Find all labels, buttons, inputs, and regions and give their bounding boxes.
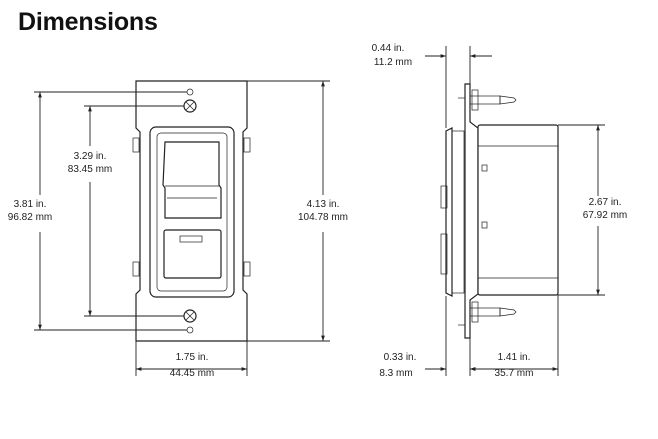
front-width-mm: 44.45 mm <box>170 368 214 379</box>
side-yoke-mm: 8.3 mm <box>379 368 412 379</box>
side-depth-mm: 35.7 mm <box>495 368 534 379</box>
front-strap-tab <box>243 137 251 153</box>
front-height-in: 3.81 in. <box>14 199 47 210</box>
side-faceplate <box>445 127 453 297</box>
side-bottom-screw-icon <box>469 307 501 317</box>
front-strap-tab <box>132 261 140 277</box>
side-yoke-in: 0.33 in. <box>384 352 417 363</box>
side-body-mm: 67.92 mm <box>583 210 627 221</box>
side-top-screw-icon <box>469 95 501 105</box>
side-front-in: 0.44 in. <box>372 43 405 54</box>
side-actuator <box>451 130 465 294</box>
page-title: Dimensions <box>18 8 158 36</box>
side-housing <box>477 124 559 296</box>
front-dimensions <box>34 80 330 376</box>
side-tap-tip <box>440 233 448 275</box>
front-strap-tab <box>132 137 140 153</box>
front-plate-mm: 104.78 mm <box>298 212 348 223</box>
front-frame-inner <box>156 132 228 292</box>
slider-lever <box>162 141 222 219</box>
front-width-in: 1.75 in. <box>176 352 209 363</box>
side-front-mm: 11.2 mm <box>374 57 412 68</box>
side-view <box>440 83 559 339</box>
tap-switch-indicator <box>179 235 203 243</box>
side-body-in: 2.67 in. <box>589 197 622 208</box>
front-plate-in: 4.13 in. <box>307 199 340 210</box>
front-screw-mm: 83.45 mm <box>68 164 112 175</box>
side-yoke <box>464 83 479 339</box>
side-dimensions <box>425 46 605 376</box>
tap-switch <box>163 229 222 279</box>
front-strap-tab <box>243 261 251 277</box>
front-height-mm: 96.82 mm <box>8 212 52 223</box>
front-screw-in: 3.29 in. <box>74 151 107 162</box>
front-view <box>132 80 251 342</box>
side-depth-in: 1.41 in. <box>498 352 531 363</box>
side-lever-tip <box>440 185 448 209</box>
